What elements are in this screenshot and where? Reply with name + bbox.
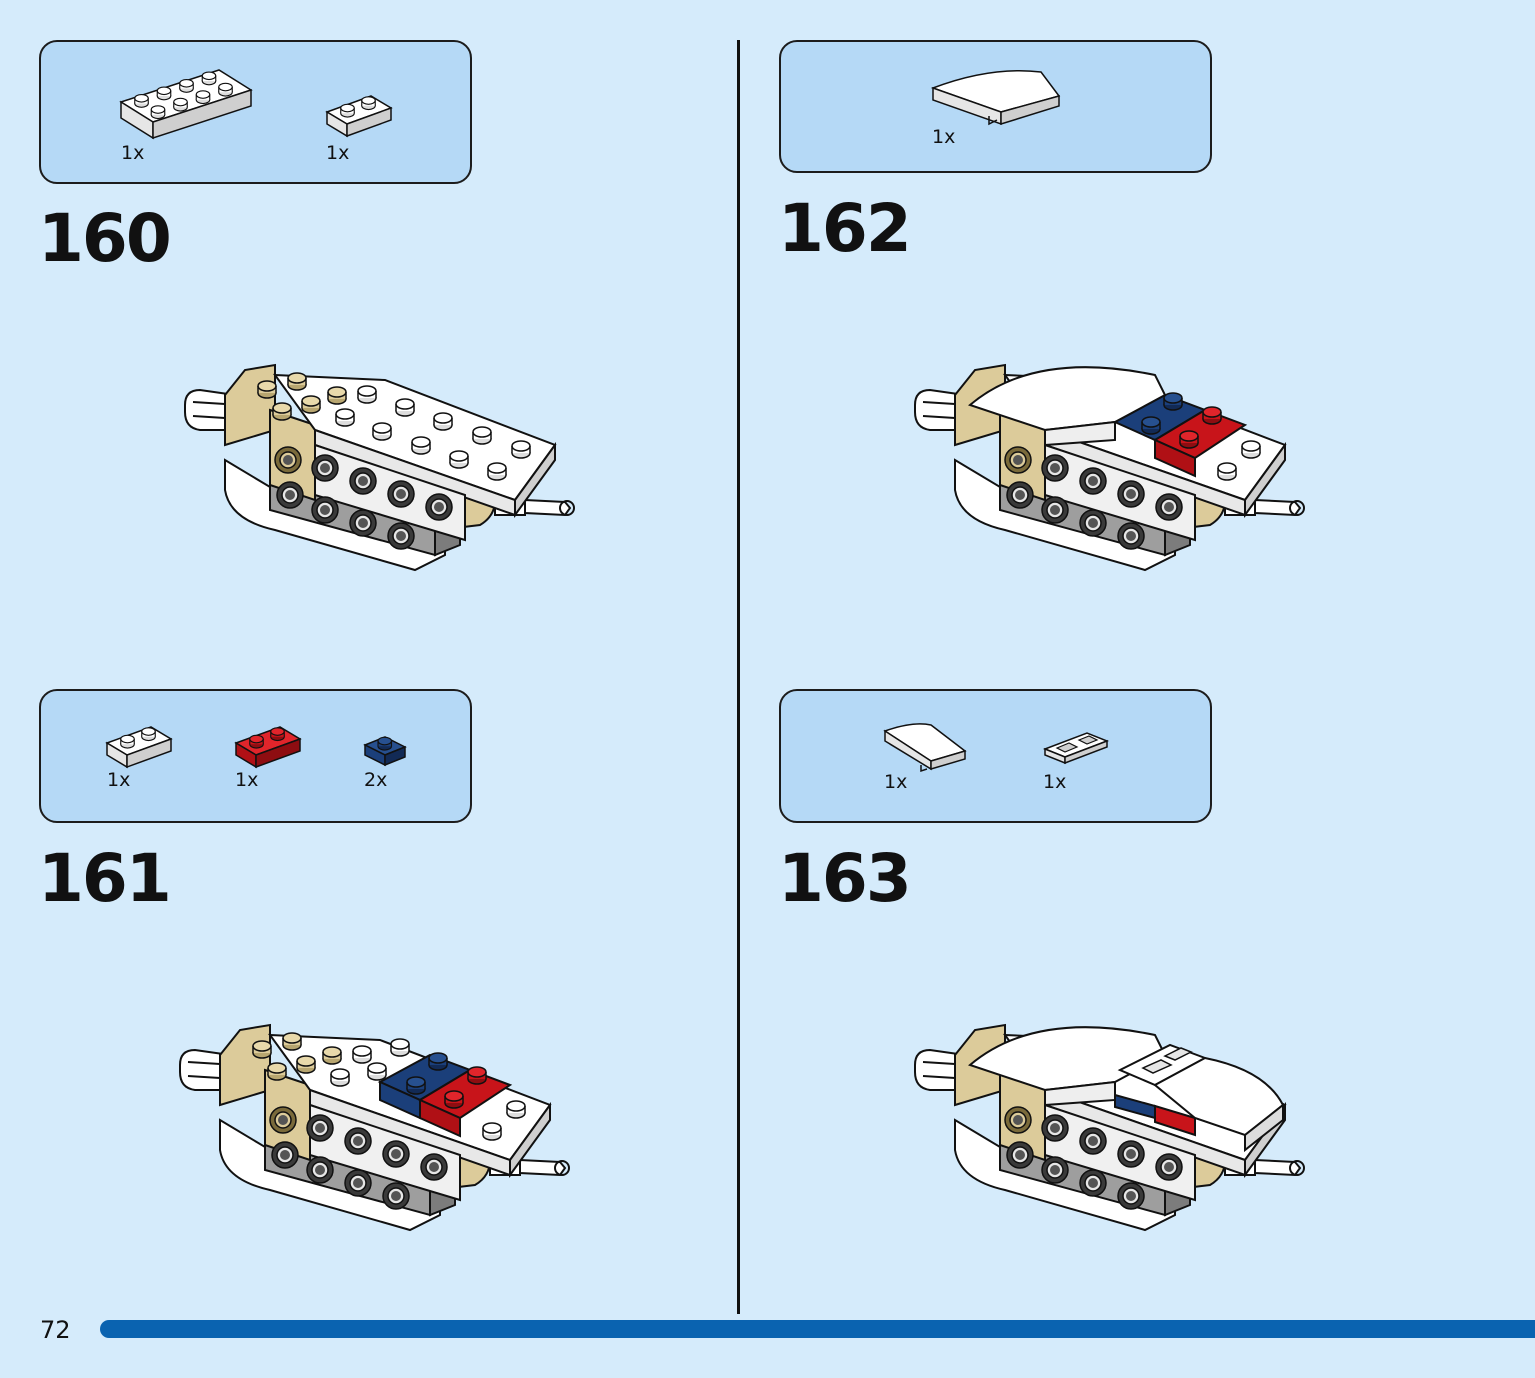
part-qty: 1x xyxy=(121,142,145,164)
parts-callout-160: 1x 1x xyxy=(39,40,472,184)
model-step-163 xyxy=(914,1023,1305,1231)
white-curved-slope-icon xyxy=(930,69,1061,126)
progress-fill xyxy=(100,1320,1535,1338)
red-plate-1x2-icon xyxy=(234,726,302,769)
step-number: 162 xyxy=(778,190,912,267)
model-step-160 xyxy=(184,363,575,571)
blue-plate-1x1-icon xyxy=(363,736,407,767)
step-number: 161 xyxy=(38,840,172,917)
part-qty: 1x xyxy=(884,771,908,793)
parts-callout-161: 1x 1x 2x xyxy=(39,689,472,823)
part-qty: 1x xyxy=(107,769,131,791)
part-qty: 1x xyxy=(326,142,350,164)
part-qty: 1x xyxy=(235,769,259,791)
part-qty: 2x xyxy=(364,769,388,791)
white-plate-1x2-icon xyxy=(325,95,393,138)
part-qty: 1x xyxy=(932,126,956,148)
model-step-162 xyxy=(914,363,1305,571)
step-number: 160 xyxy=(38,200,172,277)
progress-bar xyxy=(100,1320,1535,1338)
model-step-161 xyxy=(179,1023,570,1231)
white-plate-2x4-icon xyxy=(119,69,253,140)
part-qty: 1x xyxy=(1043,771,1067,793)
parts-callout-162: 1x xyxy=(779,40,1212,173)
parts-callout-163: 1x 1x xyxy=(779,689,1212,823)
step-number: 163 xyxy=(778,840,912,917)
page-number: 72 xyxy=(40,1316,71,1344)
center-divider xyxy=(737,40,740,1314)
white-plate-1x2-icon xyxy=(105,726,173,769)
white-curved-slope-small-icon xyxy=(883,723,967,773)
white-tile-grille-icon xyxy=(1042,732,1110,765)
